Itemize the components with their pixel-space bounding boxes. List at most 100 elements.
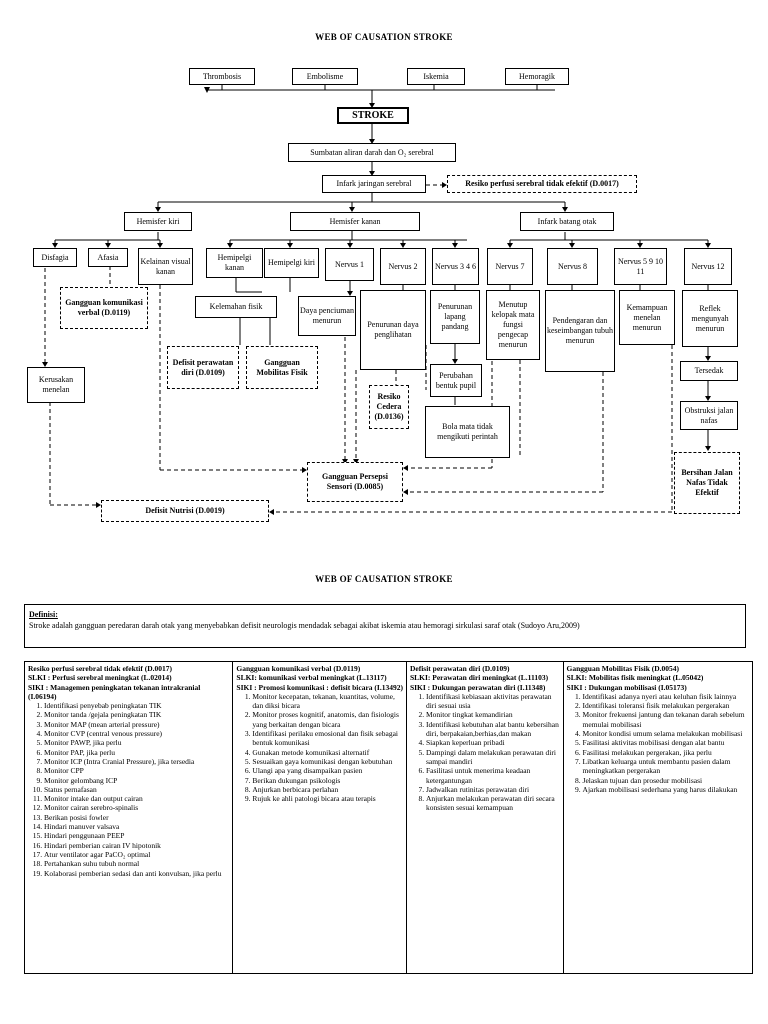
nervus-7-box: Nervus 7	[487, 248, 533, 285]
gangguan-verbal-box: Gangguan komunikasi verbal (D.0119)	[60, 287, 148, 329]
list-item: Anjurkan berbicara perlahan	[252, 785, 403, 794]
list-item: Fasilitasi melakukan pergerakan, jika pe…	[583, 748, 749, 757]
infark-box: Infark jaringan serebral	[322, 175, 426, 193]
kelemahan-box: Kelemahan fisik	[195, 296, 277, 318]
list-item: Status pernafasan	[44, 785, 229, 794]
column-slki: SLKI: Mobilitas fisik meningkat (L.05042…	[566, 673, 704, 683]
list-item: Monitor CVP (central venous pressure)	[44, 729, 229, 738]
column-siki: SIKI : Promosi komunikasi : defisit bica…	[236, 682, 403, 692]
stroke-box: STROKE	[337, 107, 409, 124]
column-perfusi: Resiko perfusi serebral tidak efektif (D…	[25, 662, 234, 973]
flowchart-connectors	[42, 85, 711, 515]
column-slki: SLKI: Perawatan diri meningkat (L.11103)	[409, 673, 549, 683]
disfagia-box: Disfagia	[33, 248, 77, 267]
list-item: Pertahankan suhu tubuh normal	[44, 859, 229, 868]
defisit-nutrisi-box: Defisit Nutrisi (D.0019)	[101, 500, 269, 522]
menutup-box: Menutup kelopak mata fungsi pengecap men…	[486, 290, 540, 360]
list-item: Monitor ICP (Intra Cranial Pressure), ji…	[44, 757, 229, 766]
defisit-perawatan-box: Defisit perawatan diri (D.0109)	[167, 346, 239, 389]
nervus-2-box: Nervus 2	[380, 248, 426, 285]
page-title: WEB OF CAUSATION STROKE	[315, 32, 453, 42]
column-mobilitas: Gangguan Mobilitas Fisik (D.0054) SLKI: …	[564, 662, 752, 973]
list-item: Monitor CPP	[44, 766, 229, 775]
list-item: Libatkan keluarga untuk membantu pasien …	[583, 757, 749, 776]
perubahan-pupil-box: Perubahan bentuk pupil	[430, 364, 482, 397]
kemampuan-box: Kemampuan menelan menurun	[619, 290, 675, 345]
list-item: Monitor proses kognitif, anatomis, dan f…	[252, 710, 403, 729]
daya-penciuman-box: Daya penciuman menurun	[298, 296, 356, 336]
list-item: Kolaborasi pemberian sedasi dan anti kon…	[44, 869, 229, 878]
list-item: Identifikasi kebiasaan aktivitas perawat…	[426, 692, 560, 711]
list-item: Jelaskan tujuan dan prosedur mobilisasi	[583, 776, 749, 785]
resiko-cedera-box: Resiko Cedera (D.0136)	[369, 385, 409, 429]
list-item: Anjurkan melakukan perawatan diri secara…	[426, 794, 560, 813]
gangguan-mobilitas-box: Gangguan Mobilitas Fisik	[246, 346, 318, 389]
list-item: Monitor frekuensi jantung dan tekanan da…	[583, 710, 749, 729]
penurunan-lapang-box: Penurunan lapang pandang	[430, 290, 480, 344]
list-item: Monitor tingkat kemandirian	[426, 710, 560, 719]
column-slki: SLKI: komunikasi verbal meningkat (L.131…	[236, 673, 387, 683]
list-item: Siapkan keperluan pribadi	[426, 738, 560, 747]
tersedak-box: Tersedak	[680, 361, 738, 381]
column-siki: SIKI : Dukungan perawatan diri (I.11348)	[409, 682, 546, 692]
definition-label: Definisi:	[29, 610, 58, 619]
list-item: Identifikasi perilaku emosional dan fisi…	[252, 729, 403, 748]
list-item: Identifikasi adanya nyeri atau keluhan f…	[583, 692, 749, 701]
column-perawatan: Defisit perawatan diri (D.0109) SLKI: Pe…	[407, 662, 564, 973]
refleks-box: Reflek mengunyah menurun	[682, 290, 738, 347]
column-heading: Resiko perfusi serebral tidak efektif (D…	[28, 664, 173, 673]
list-item: Monitor intake dan output cairan	[44, 794, 229, 803]
infark-batang-box: Infark batang otak	[520, 212, 614, 231]
list-item: Jadwalkan rutinitas perawatan diri	[426, 785, 560, 794]
cause-iskemia: Iskemia	[407, 68, 465, 85]
hemisfer-kiri-box: Hemisfer kiri	[124, 212, 192, 231]
hemisfer-kanan-box: Hemisfer kanan	[290, 212, 420, 231]
column-slki: SLKI : Perfusi serebral meningkat (L.020…	[28, 673, 172, 683]
gangguan-persepsi-box: Gangguan Persepsi Sensori (D.0085)	[307, 462, 403, 502]
list-item: Ulangi apa yang disampaikan pasien	[252, 766, 403, 775]
list-item: Monitor kondisi umum selama melakukan mo…	[583, 729, 749, 738]
list-item: Fasilitasi untuk menerima keadaan keterg…	[426, 766, 560, 785]
list-item: Monitor PAWP, jika perlu	[44, 738, 229, 747]
cause-thrombosis: Thrombosis	[189, 68, 255, 85]
list-item: Monitor PAP, jika perlu	[44, 748, 229, 757]
pendengaran-box: Pendengaran dan keseimbangan tubuh menur…	[545, 290, 615, 372]
column-heading: Defisit perawatan diri (D.0109)	[409, 664, 510, 673]
list-item: Hindari manuver valsava	[44, 822, 229, 831]
list-item: Identifikasi toleransi fisik melakukan p…	[583, 701, 749, 710]
resiko-perfusi-box: Resiko perfusi serebral tidak efektif (D…	[447, 175, 637, 193]
nervus-346-box: Nervus 3 4 6	[432, 248, 479, 285]
bola-mata-box: Bola mata tidak mengikuti perintah	[425, 406, 510, 458]
list-item: Monitor MAP (mean arterial pressure)	[44, 720, 229, 729]
list-item: Hindari pemberian cairan IV hipotonik	[44, 841, 229, 850]
list-item: Berikan dukungan psikologis	[252, 776, 403, 785]
nervus-5910-box: Nervus 5 9 10 11	[614, 248, 667, 285]
list-item: Dampingi dalam melakukan perawatan diri …	[426, 748, 560, 767]
list-item: Monitor tanda /gejala peningkatan TIK	[44, 710, 229, 719]
list-item: Gunakan metode komunikasi alternatif	[252, 748, 403, 757]
hemipelgi-kiri-box: Hemipelgi kiri	[264, 248, 319, 278]
intervention-table: Resiko perfusi serebral tidak efektif (D…	[24, 661, 753, 974]
list-item: Monitor kecepatan, tekanan, kuantitas, v…	[252, 692, 403, 711]
list-item: Berikan posisi fowler	[44, 813, 229, 822]
nervus-1-box: Nervus 1	[325, 248, 374, 281]
column-siki: SIKI : Managemen peningkatan tekanan int…	[28, 682, 201, 701]
bersihan-box: Bersihan Jalan Nafas Tidak Efektif	[674, 452, 740, 514]
sumbatan-box: Sumbatan aliran darah dan O₂ serebral	[288, 143, 456, 162]
list-item: Identifikasi penyebab peningkatan TIK	[44, 701, 229, 710]
nervus-12-box: Nervus 12	[684, 248, 732, 285]
penurunan-daya-box: Penurunan daya penglihatan	[360, 290, 426, 370]
column-siki: SIKI : Dukungan mobilisasi (I.05173)	[566, 682, 687, 692]
list-item: Hindari penggunaan PEEP	[44, 831, 229, 840]
list-item: Fasilitasi aktivitas mobilisasi dengan a…	[583, 738, 749, 747]
list-item: Ajarkan mobilisasi sederhana yang harus …	[583, 785, 749, 794]
list-item: Rujuk ke ahli patologi bicara atau terap…	[252, 794, 403, 803]
hemipelgi-kanan-box: Hemipelgi kanan	[206, 248, 263, 278]
list-item: Monitor cairan serebro-spinalis	[44, 803, 229, 812]
list-item: Atur ventilator agar PaCO₂ optimal	[44, 850, 229, 859]
afasia-box: Afasia	[88, 248, 128, 267]
cause-embolisme: Embolisme	[292, 68, 358, 85]
cause-hemoragik: Hemoragik	[505, 68, 569, 85]
column-heading: Gangguan komunikasi verbal (D.0119)	[236, 664, 361, 673]
kelainan-box: Kelainan visual kanan	[138, 248, 193, 285]
